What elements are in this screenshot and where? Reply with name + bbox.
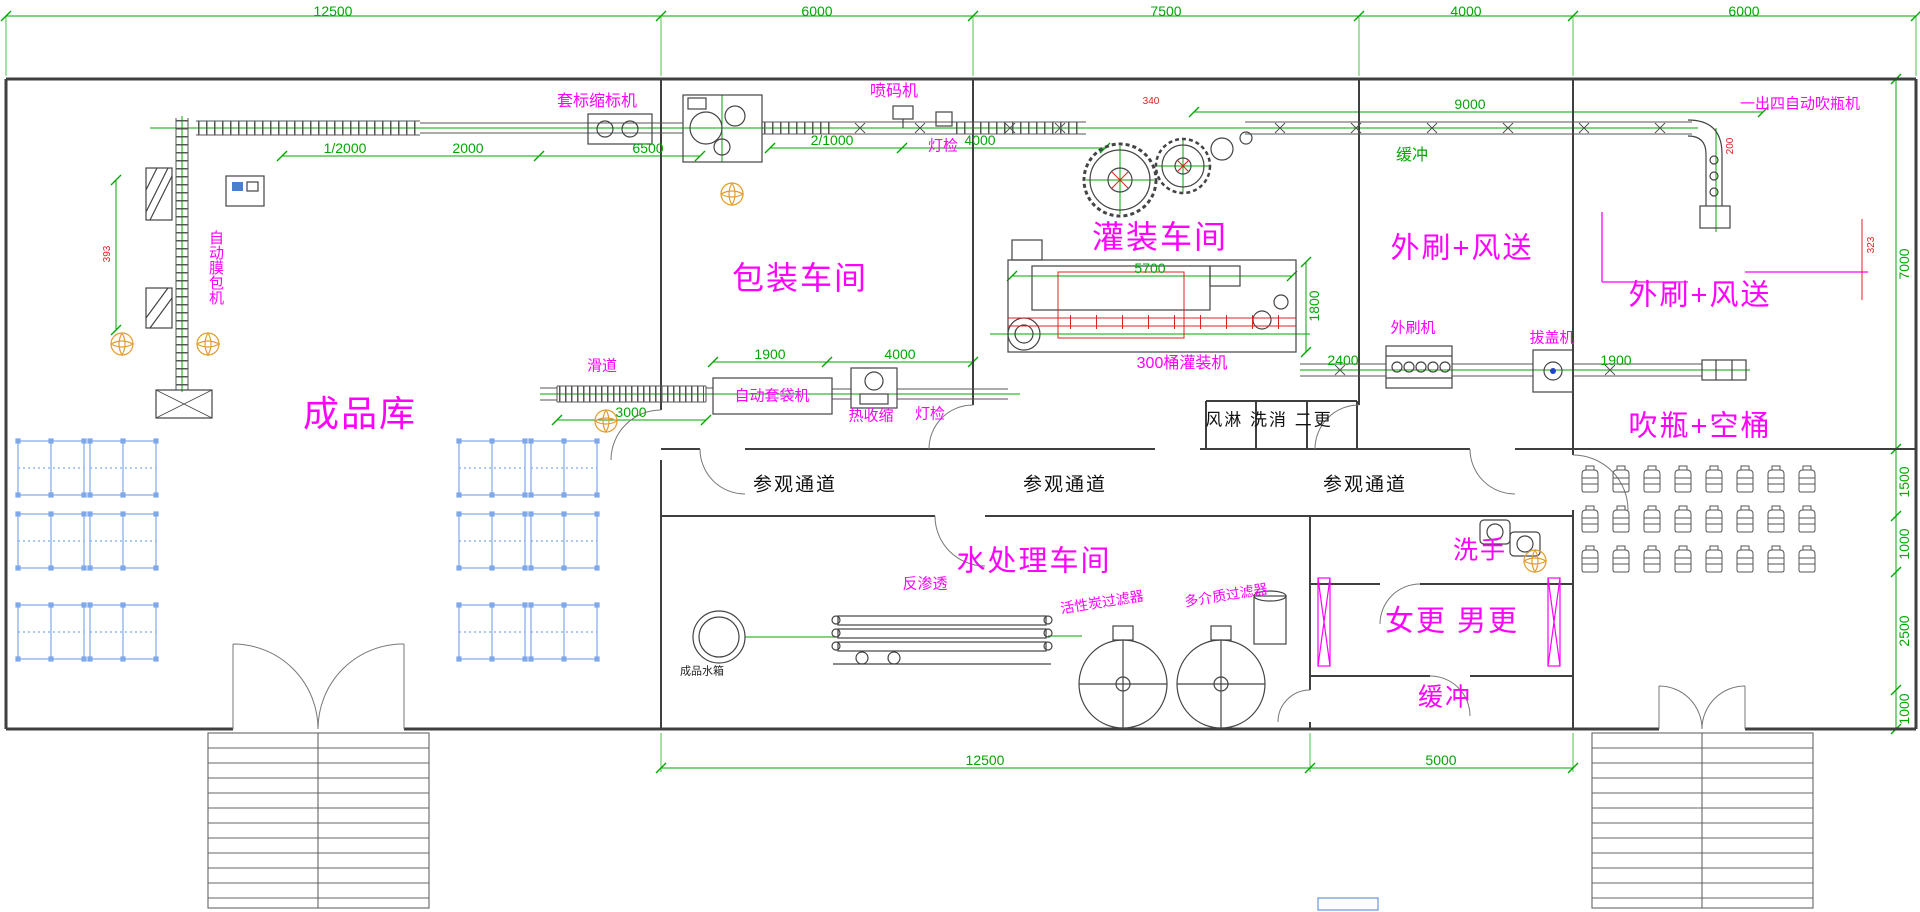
title-block-mark: [1317, 897, 1379, 911]
walls: [4, 77, 1918, 731]
stairs: [207, 732, 1814, 909]
sanitary-fixtures: [1317, 519, 1561, 667]
pallet-shelves: [15, 438, 600, 662]
barrel-storage: [1581, 465, 1816, 573]
door-arcs: [232, 404, 1746, 730]
water-treatment-equipment: [692, 590, 1287, 729]
conveyors: [175, 118, 1702, 403]
machines: [145, 94, 1868, 419]
dimension-lines: [0, 10, 1920, 774]
